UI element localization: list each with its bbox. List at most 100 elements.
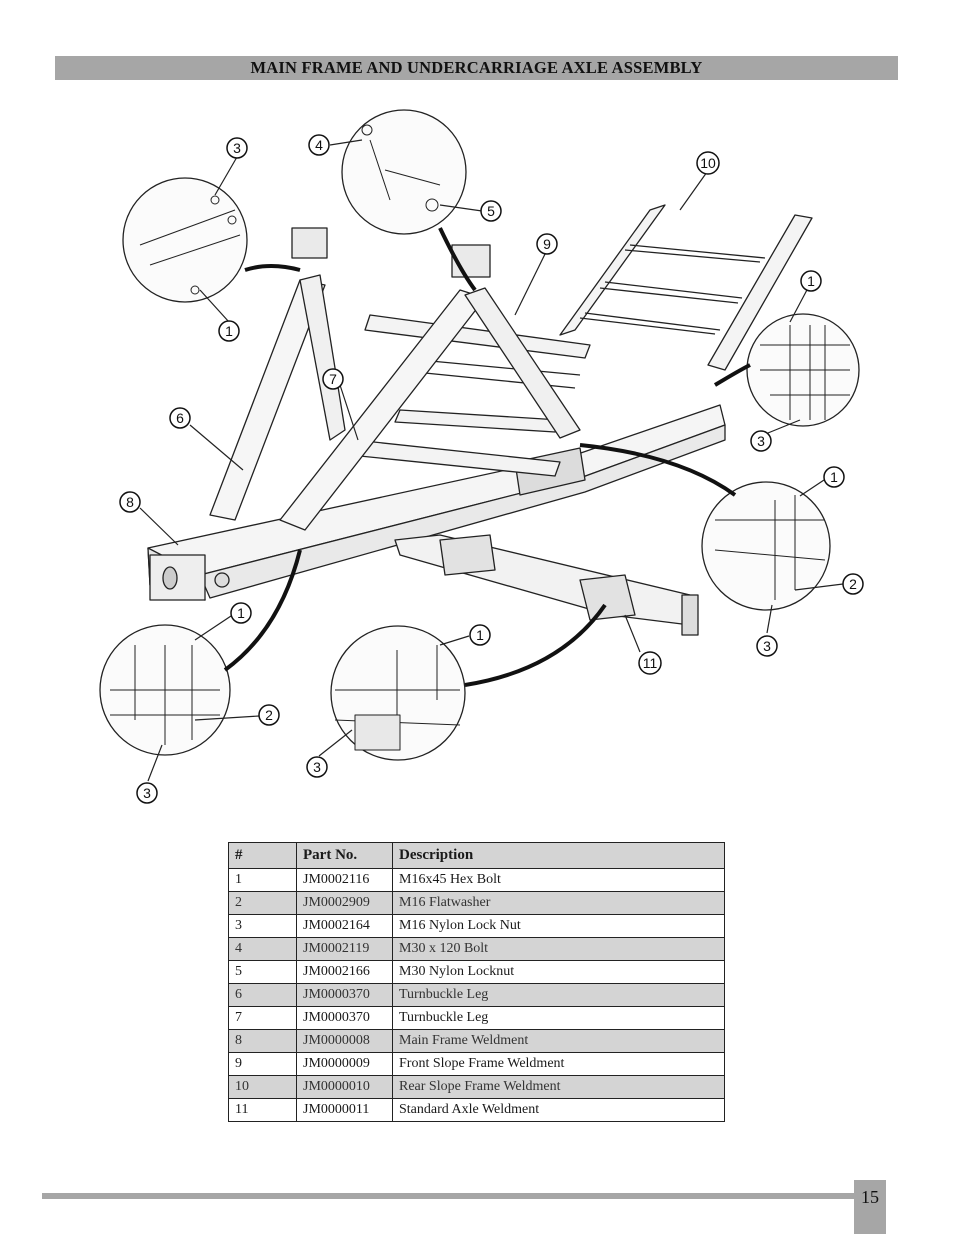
callout-1: 1 [800, 270, 822, 292]
cell-number: 11 [228, 1098, 297, 1122]
cell-description: Standard Axle Weldment [392, 1098, 725, 1122]
cell-number: 3 [228, 914, 297, 938]
footer-rule [42, 1193, 854, 1199]
callout-3: 3 [306, 756, 328, 778]
cell-part-no: JM0002116 [296, 868, 393, 892]
cell-description: M30 x 120 Bolt [392, 937, 725, 961]
svg-text:3: 3 [233, 140, 241, 156]
cell-part-no: JM0002164 [296, 914, 393, 938]
cell-part-no: JM0000010 [296, 1075, 393, 1099]
detail-hardware [110, 124, 850, 751]
table-header-row: # Part No. Description [228, 842, 725, 869]
svg-text:1: 1 [237, 605, 245, 621]
svg-text:3: 3 [757, 433, 765, 449]
turnbuckle-legs [209, 227, 581, 531]
cell-description: M16 Nylon Lock Nut [392, 914, 725, 938]
svg-text:5: 5 [487, 203, 495, 219]
cell-part-no: JM0000009 [296, 1052, 393, 1076]
cell-part-no: JM0000008 [296, 1029, 393, 1053]
callout-3: 3 [136, 782, 158, 804]
column-header-part-no: Part No. [296, 842, 393, 869]
callout-10: 10 [696, 151, 720, 175]
page-number: 15 [861, 1187, 879, 1207]
svg-text:11: 11 [643, 655, 658, 671]
svg-text:2: 2 [849, 576, 857, 592]
rear-slope-frame [559, 204, 813, 371]
svg-text:3: 3 [313, 759, 321, 775]
callout-1: 1 [218, 320, 240, 342]
svg-text:1: 1 [830, 469, 838, 485]
svg-text:9: 9 [543, 236, 551, 252]
cell-part-no: JM0000370 [296, 983, 393, 1007]
svg-text:3: 3 [143, 785, 151, 801]
callout-11: 11 [638, 651, 662, 675]
callout-4: 4 [308, 134, 330, 156]
callout-7: 7 [322, 368, 344, 390]
callout-8: 8 [119, 491, 141, 513]
svg-text:10: 10 [700, 155, 716, 171]
callout-1: 1 [823, 466, 845, 488]
detail-views [99, 109, 860, 761]
cell-description: Rear Slope Frame Weldment [392, 1075, 725, 1099]
svg-text:8: 8 [126, 494, 134, 510]
detail-connectors [223, 227, 751, 687]
cell-number: 10 [228, 1075, 297, 1099]
cell-number: 8 [228, 1029, 297, 1053]
cell-number: 1 [228, 868, 297, 892]
callout-1: 1 [230, 602, 252, 624]
standard-axle [394, 534, 699, 636]
callout-3: 3 [750, 430, 772, 452]
cell-number: 6 [228, 983, 297, 1007]
page-number-box: 15 [854, 1180, 886, 1234]
cell-number: 9 [228, 1052, 297, 1076]
cell-number: 2 [228, 891, 297, 915]
svg-text:2: 2 [265, 707, 273, 723]
column-header-description: Description [392, 842, 725, 869]
cell-part-no: JM0002119 [296, 937, 393, 961]
cell-part-no: JM0002166 [296, 960, 393, 984]
column-header-number: # [228, 842, 297, 869]
cell-description: Turnbuckle Leg [392, 983, 725, 1007]
callout-1: 1 [469, 624, 491, 646]
svg-text:1: 1 [476, 627, 484, 643]
cell-number: 4 [228, 937, 297, 961]
assembly-diagram: 3 1 4 5 9 10 1 3 6 7 8 1 2 3 1 2 3 1 3 1… [99, 109, 864, 804]
callout-2: 2 [842, 573, 864, 595]
callout-9: 9 [536, 233, 558, 255]
cell-description: M16 Flatwasher [392, 891, 725, 915]
cell-description: Turnbuckle Leg [392, 1006, 725, 1030]
cell-description: Main Frame Weldment [392, 1029, 725, 1053]
cell-number: 5 [228, 960, 297, 984]
main-frame [147, 404, 726, 601]
svg-text:4: 4 [315, 137, 323, 153]
cell-number: 7 [228, 1006, 297, 1030]
callout-leaders [139, 139, 844, 782]
cell-part-no: JM0000011 [296, 1098, 393, 1122]
callout-2: 2 [258, 704, 280, 726]
svg-text:3: 3 [763, 638, 771, 654]
callout-6: 6 [169, 407, 191, 429]
callout-3: 3 [226, 137, 248, 159]
section-title-bar: MAIN FRAME AND UNDERCARRIAGE AXLE ASSEMB… [55, 56, 898, 80]
svg-text:7: 7 [329, 371, 337, 387]
page-title: MAIN FRAME AND UNDERCARRIAGE AXLE ASSEMB… [250, 58, 703, 77]
cell-description: M16x45 Hex Bolt [392, 868, 725, 892]
callout-5: 5 [480, 200, 502, 222]
svg-text:1: 1 [225, 323, 233, 339]
callout-3: 3 [756, 635, 778, 657]
svg-text:1: 1 [807, 273, 815, 289]
cell-description: M30 Nylon Locknut [392, 960, 725, 984]
cell-part-no: JM0002909 [296, 891, 393, 915]
